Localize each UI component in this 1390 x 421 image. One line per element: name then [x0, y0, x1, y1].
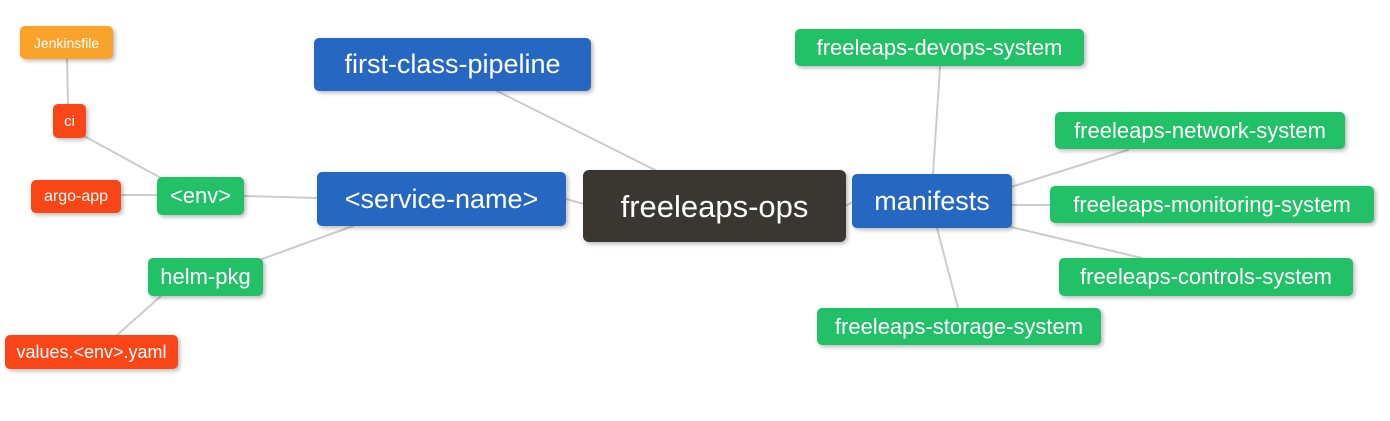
edge-manifests-devops: [932, 66, 941, 175]
node-argo-app[interactable]: argo-app: [31, 180, 121, 213]
edge-manifests-network: [1010, 149, 1129, 188]
node-freeleaps-network-system[interactable]: freeleaps-network-system: [1055, 112, 1345, 149]
node-env[interactable]: <env>: [157, 177, 244, 215]
edge-ci-env: [83, 135, 162, 179]
node-freeleaps-ops-root[interactable]: freeleaps-ops: [583, 170, 846, 242]
node-helm-pkg[interactable]: helm-pkg: [148, 258, 263, 296]
edge-helm-pkg-values-yaml: [115, 295, 162, 337]
node-manifests[interactable]: manifests: [852, 174, 1012, 228]
node-freeleaps-monitoring-system[interactable]: freeleaps-monitoring-system: [1050, 186, 1374, 223]
node-values-env-yaml[interactable]: values.<env>.yaml: [5, 335, 178, 369]
edge-service-name-helm-pkg: [261, 225, 354, 260]
edge-env-service-name: [243, 195, 318, 199]
edge-pipeline-freeleaps-ops: [496, 90, 660, 173]
edge-jenkinsfile-ci: [66, 58, 69, 106]
node-freeleaps-storage-system[interactable]: freeleaps-storage-system: [817, 308, 1101, 345]
edge-freeleaps-ops-manifests: [844, 201, 854, 207]
edge-manifests-storage: [936, 227, 959, 309]
edge-manifests-controls: [1010, 226, 1143, 259]
node-first-class-pipeline[interactable]: first-class-pipeline: [314, 38, 591, 91]
node-ci[interactable]: ci: [53, 104, 86, 138]
node-service-name[interactable]: <service-name>: [317, 172, 566, 226]
node-freeleaps-controls-system[interactable]: freeleaps-controls-system: [1059, 258, 1353, 296]
node-freeleaps-devops-system[interactable]: freeleaps-devops-system: [795, 29, 1084, 66]
edge-service-name-freeleaps-ops: [565, 198, 585, 205]
node-jenkinsfile[interactable]: Jenkinsfile: [20, 26, 113, 59]
